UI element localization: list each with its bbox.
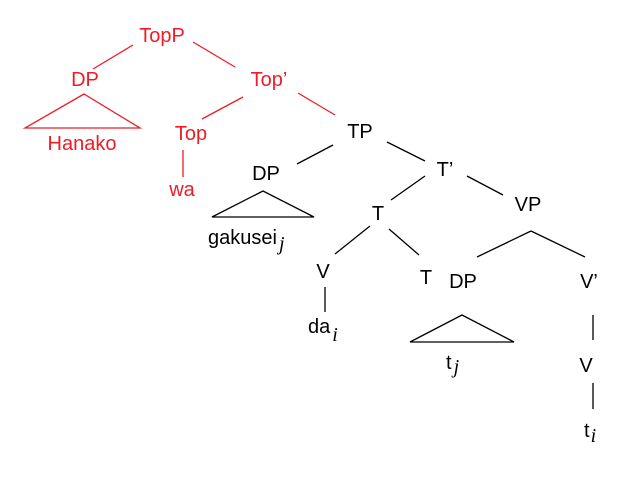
branch-t-v	[334, 225, 371, 255]
node-wa: wa	[168, 179, 195, 201]
node-dp-trace: DP	[449, 271, 477, 293]
branch-topp-topbar	[192, 41, 236, 68]
node-hanako: Hanako	[48, 133, 117, 155]
branch-t-t	[388, 228, 420, 256]
triangle-gakusei	[211, 190, 315, 218]
node-dp-gakusei: DP	[252, 163, 280, 185]
topic-branches	[22, 41, 336, 177]
node-v-bar: V’	[580, 271, 598, 293]
triangle-hanako	[22, 93, 143, 129]
node-t: T	[372, 203, 384, 225]
node-tp: TP	[347, 121, 373, 143]
node-top-bar: Top’	[251, 69, 288, 91]
node-t-bar: T’	[437, 159, 454, 181]
branch-tbar-t	[390, 175, 426, 201]
branch-vp-dp	[476, 230, 532, 258]
node-vp: VP	[515, 194, 542, 216]
branch-tp-dp	[296, 144, 334, 165]
node-dp-hanako: DP	[71, 69, 99, 91]
branch-topbar-tp	[297, 92, 336, 116]
branch-tbar-vp	[466, 175, 504, 196]
node-t-head: T	[420, 267, 432, 289]
branch-topbar-top	[201, 96, 244, 120]
branch-topp-dp	[92, 44, 134, 70]
node-top: Top	[175, 123, 207, 145]
branch-tp-tbar	[386, 141, 426, 162]
triangle-trace-j	[409, 314, 515, 343]
node-v: V	[316, 261, 330, 283]
branch-vp-vbar	[530, 230, 586, 258]
topic-labels: TopP DP Top’ Hanako Top wa	[48, 25, 288, 201]
node-trace-i: ti	[584, 420, 596, 447]
node-topp: TopP	[139, 25, 185, 47]
main-branches	[211, 141, 594, 409]
node-v-lower: V	[579, 355, 593, 377]
